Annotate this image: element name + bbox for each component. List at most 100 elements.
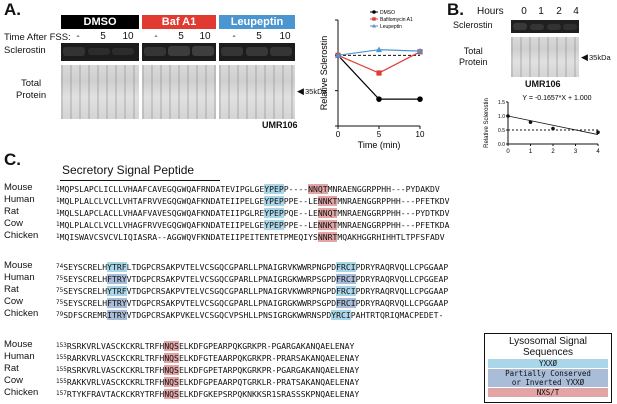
y-axis-label: Relative Sclerostin xyxy=(319,36,329,111)
residue-number: 153 xyxy=(56,342,67,349)
signal-peptide-bracket xyxy=(60,180,220,181)
sequence-segment: SEYSCRELH xyxy=(63,298,108,308)
data-point xyxy=(376,46,382,53)
time-tick: 10 xyxy=(122,31,134,42)
blot-band xyxy=(63,47,85,56)
sequence-segment: MNRAENGGRPPHH---PFETKDV xyxy=(337,196,450,206)
residue-number: 1 xyxy=(56,209,60,216)
sequence-segment: SEYSCRELH xyxy=(63,274,108,284)
y-tick-label: 0.0 xyxy=(498,142,505,148)
residue-number: 75 xyxy=(56,299,64,306)
sequence-segment: PPE--LE xyxy=(283,220,318,230)
sequence-segment: MNRAENGGRPPHH---PYDAKDV xyxy=(327,184,440,194)
yxxo-motif: FRCI xyxy=(336,262,356,272)
sequence-segment: MQPSLAPCLICLLVHAAFCAVEGQGWQAFRNDATEVIPGL… xyxy=(59,184,265,194)
data-point xyxy=(506,114,510,118)
residue-number: 79 xyxy=(56,311,64,318)
nxst-motif: NNQT xyxy=(317,208,338,218)
species-label: Mouse xyxy=(4,182,33,193)
sequence-segment: MQLSLAPCLACLLVHAAFVAVESQGWQAFKNDATEIIPGL… xyxy=(59,208,265,218)
sequence-segment: PDRYRAQRVQLLCPGGEAP xyxy=(355,274,449,284)
sequence-row: 75SEYSCRELHYTRFVTDGPCRSAKPVTELVCSGQCGPAR… xyxy=(56,285,448,297)
blot-band xyxy=(168,46,190,56)
sequence-segment: PPE--LE xyxy=(283,196,318,206)
residue-number: 157 xyxy=(56,390,67,397)
hour-tick: 0 xyxy=(521,6,527,17)
legend-label: Leupeptin xyxy=(380,24,402,30)
species-label: Rat xyxy=(4,206,19,217)
sequence-segment: MQLPLALCLVCLLVHTAFRVVEGQGWQAFKNDATEIIPEL… xyxy=(59,196,265,206)
sequence-segment: ELKDFGKEPSRPQKNKKSR1SRASSSKPNQAELENAY xyxy=(178,389,360,399)
time-tick: 10 xyxy=(199,31,211,42)
total-protein-label-a: Total Protein xyxy=(16,78,47,101)
data-point xyxy=(376,70,382,76)
residue-number: 1 xyxy=(56,185,60,192)
species-label: Human xyxy=(4,272,35,283)
x-tick-label: 2 xyxy=(551,149,555,155)
species-label: Rat xyxy=(4,284,19,295)
fit-line xyxy=(507,115,599,135)
nxst-motif: NNKT xyxy=(317,220,338,230)
hours-label: Hours xyxy=(477,6,504,17)
residue-number: 155 xyxy=(56,378,67,385)
x-tick-label: 5 xyxy=(377,130,382,139)
residue-number: 74 xyxy=(56,263,64,270)
cell-line-label-b: UMR106 xyxy=(525,79,561,89)
data-point xyxy=(528,120,533,124)
kda-label-a: 35kDa xyxy=(305,87,327,96)
blot-band xyxy=(246,47,268,56)
nxst-motif: NNQT xyxy=(308,184,328,194)
x-tick-label: 0 xyxy=(336,130,341,139)
panel-c-label: C. xyxy=(4,150,21,169)
yxxo-motif: YPEP xyxy=(264,184,284,194)
yxxo-motif: YPEP xyxy=(264,196,284,206)
sequence-segment: SDFSCREMR xyxy=(63,310,108,320)
treatment-tag-3: Leupeptin xyxy=(219,15,295,29)
sequence-row: 1MQISWAVCSVCVLIQIASRA--AGGWQVFKNDATEIIPE… xyxy=(56,231,445,243)
sequence-row: 157RTYKFRAVTACKCKRYTRFHNQSELKDFGKEPSRPQK… xyxy=(56,388,359,400)
nxst-motif: NNKT xyxy=(317,196,338,206)
sequence-row: 75SEYSCRELHFTRYVTDGPCRSAKPVTELVCSGQCGPAR… xyxy=(56,273,448,285)
sequence-segment: ELKDFGPEARPQKGRKPR-PGARGAKANQAELENAY xyxy=(178,341,355,351)
total-protein-blot-dmso xyxy=(61,65,139,119)
data-point xyxy=(335,52,341,58)
sequence-segment: MNRAENGGRPPHH---PFETKDA xyxy=(337,220,450,230)
sequence-row: 1MQLSLAPCLACLLVHAAFVAVESQGWQAFKNDATEIIPG… xyxy=(56,207,450,219)
panel-a-label: A. xyxy=(4,0,21,19)
sclerostin-label-a: Sclerostin xyxy=(4,45,46,56)
data-point xyxy=(596,130,600,135)
y-tick-label: 1.5 xyxy=(498,100,505,106)
sequence-row: 155RARKVRLVASCKCKRLTRFHNQSELKDFGTEAARPQK… xyxy=(56,352,359,364)
total-protein-blot-leu xyxy=(219,65,295,119)
blot-band xyxy=(530,24,544,30)
sequence-segment: PQE--LE xyxy=(283,208,318,218)
species-label: Mouse xyxy=(4,339,33,350)
x-tick-label: 1 xyxy=(529,149,533,155)
sequence-segment: SEYSCRELH xyxy=(63,286,108,296)
time-tick: - xyxy=(154,31,158,42)
nxst-motif: NQS xyxy=(164,353,179,363)
legend-label: DMSO xyxy=(380,10,395,16)
data-point xyxy=(376,96,382,102)
sequence-row: 155RSRKVRLVASCKCKRLTRFHNQSELKDFGPETARPQK… xyxy=(56,364,359,376)
blot-band xyxy=(270,47,292,56)
sequence-segment: VTDGPCRSAKPVKELVCSGQCVPSHLLPNSIGRGKWWRNS… xyxy=(126,310,332,320)
x-tick-label: 10 xyxy=(416,130,425,139)
residue-number: 1 xyxy=(56,233,60,240)
blot-band xyxy=(88,48,110,55)
series-line-1 xyxy=(337,54,420,100)
partial-yxxo-motif: FTRY xyxy=(107,274,127,284)
sequence-segment: MQISWAVCSVCVLIQIASRA--AGGWQVFKNDATEIIPEI… xyxy=(59,232,318,242)
legend-item-1: YXXØ xyxy=(488,359,608,368)
sequence-segment: ELKDFGPETARPQKGRKPR-PGARGAKANQAELENAY xyxy=(178,365,360,375)
residue-number: 1 xyxy=(56,197,60,204)
kda-label-b: 35kDa xyxy=(589,53,611,62)
time-after-fss-label: Time After FSS: xyxy=(4,32,71,43)
legend-item-3: NXS/T xyxy=(488,388,608,397)
sequence-segment: PDRYRAQRVQLLCPGGAAP xyxy=(355,262,449,272)
y-tick-label: 0.5 xyxy=(498,128,505,134)
partial-yxxo-motif: FRCI xyxy=(336,298,356,308)
nxst-motif: NQS xyxy=(164,341,179,351)
